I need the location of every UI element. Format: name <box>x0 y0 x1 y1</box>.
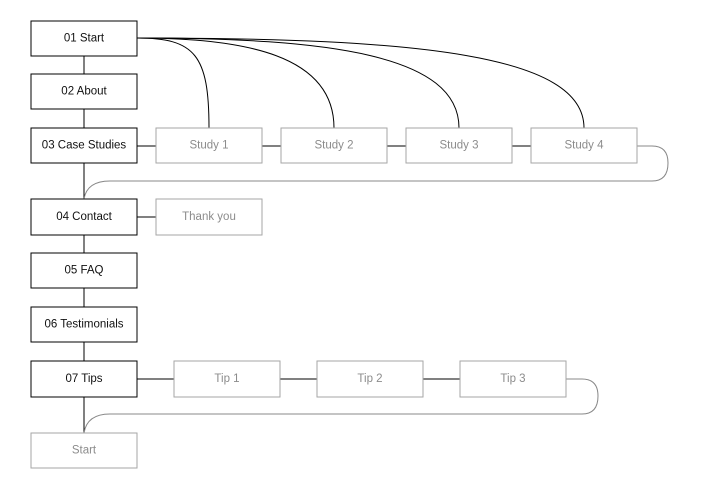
node-label: 03 Case Studies <box>42 140 127 152</box>
node-07-tips[interactable]: 07 Tips <box>30 360 138 398</box>
nodes: 01 Start 02 About 03 Case Studies 04 Con… <box>30 20 638 469</box>
node-label: 02 About <box>61 86 107 98</box>
node-label: Tip 1 <box>214 373 239 385</box>
node-study-4[interactable]: Study 4 <box>530 127 638 164</box>
connectors <box>83 37 669 434</box>
node-label: Study 1 <box>190 140 229 152</box>
arc-start-study1 <box>136 37 210 129</box>
node-06-testimonials[interactable]: 06 Testimonials <box>30 306 138 343</box>
node-study-3[interactable]: Study 3 <box>405 127 513 164</box>
arc-start-study3 <box>136 37 460 129</box>
node-end-start[interactable]: Start <box>30 432 138 469</box>
node-02-about[interactable]: 02 About <box>30 73 138 110</box>
node-label: Tip 3 <box>500 373 525 385</box>
node-study-2[interactable]: Study 2 <box>280 127 388 164</box>
node-study-1[interactable]: Study 1 <box>155 127 263 164</box>
node-label: 07 Tips <box>65 373 102 385</box>
node-tip-2[interactable]: Tip 2 <box>316 360 424 398</box>
node-label: 04 Contact <box>56 211 112 223</box>
node-label: 05 FAQ <box>65 265 104 277</box>
node-label: Start <box>72 445 97 457</box>
node-tip-3[interactable]: Tip 3 <box>459 360 567 398</box>
node-thank-you[interactable]: Thank you <box>155 198 263 236</box>
node-03-case-studies[interactable]: 03 Case Studies <box>30 127 138 164</box>
node-label: Tip 2 <box>357 373 382 385</box>
node-label: Thank you <box>182 211 236 223</box>
node-04-contact[interactable]: 04 Contact <box>30 198 138 236</box>
node-label: Study 2 <box>315 140 354 152</box>
node-05-faq[interactable]: 05 FAQ <box>30 252 138 289</box>
arc-start-study4 <box>136 37 585 129</box>
node-01-start[interactable]: 01 Start <box>30 20 138 57</box>
node-label: 01 Start <box>64 33 105 45</box>
loop-study4-contact <box>83 145 669 200</box>
node-tip-1[interactable]: Tip 1 <box>173 360 281 398</box>
loop-tip3-start <box>83 378 599 434</box>
node-label: Study 3 <box>440 140 479 152</box>
arc-start-study2 <box>136 37 335 129</box>
node-label: 06 Testimonials <box>44 319 123 331</box>
node-label: Study 4 <box>565 140 605 152</box>
